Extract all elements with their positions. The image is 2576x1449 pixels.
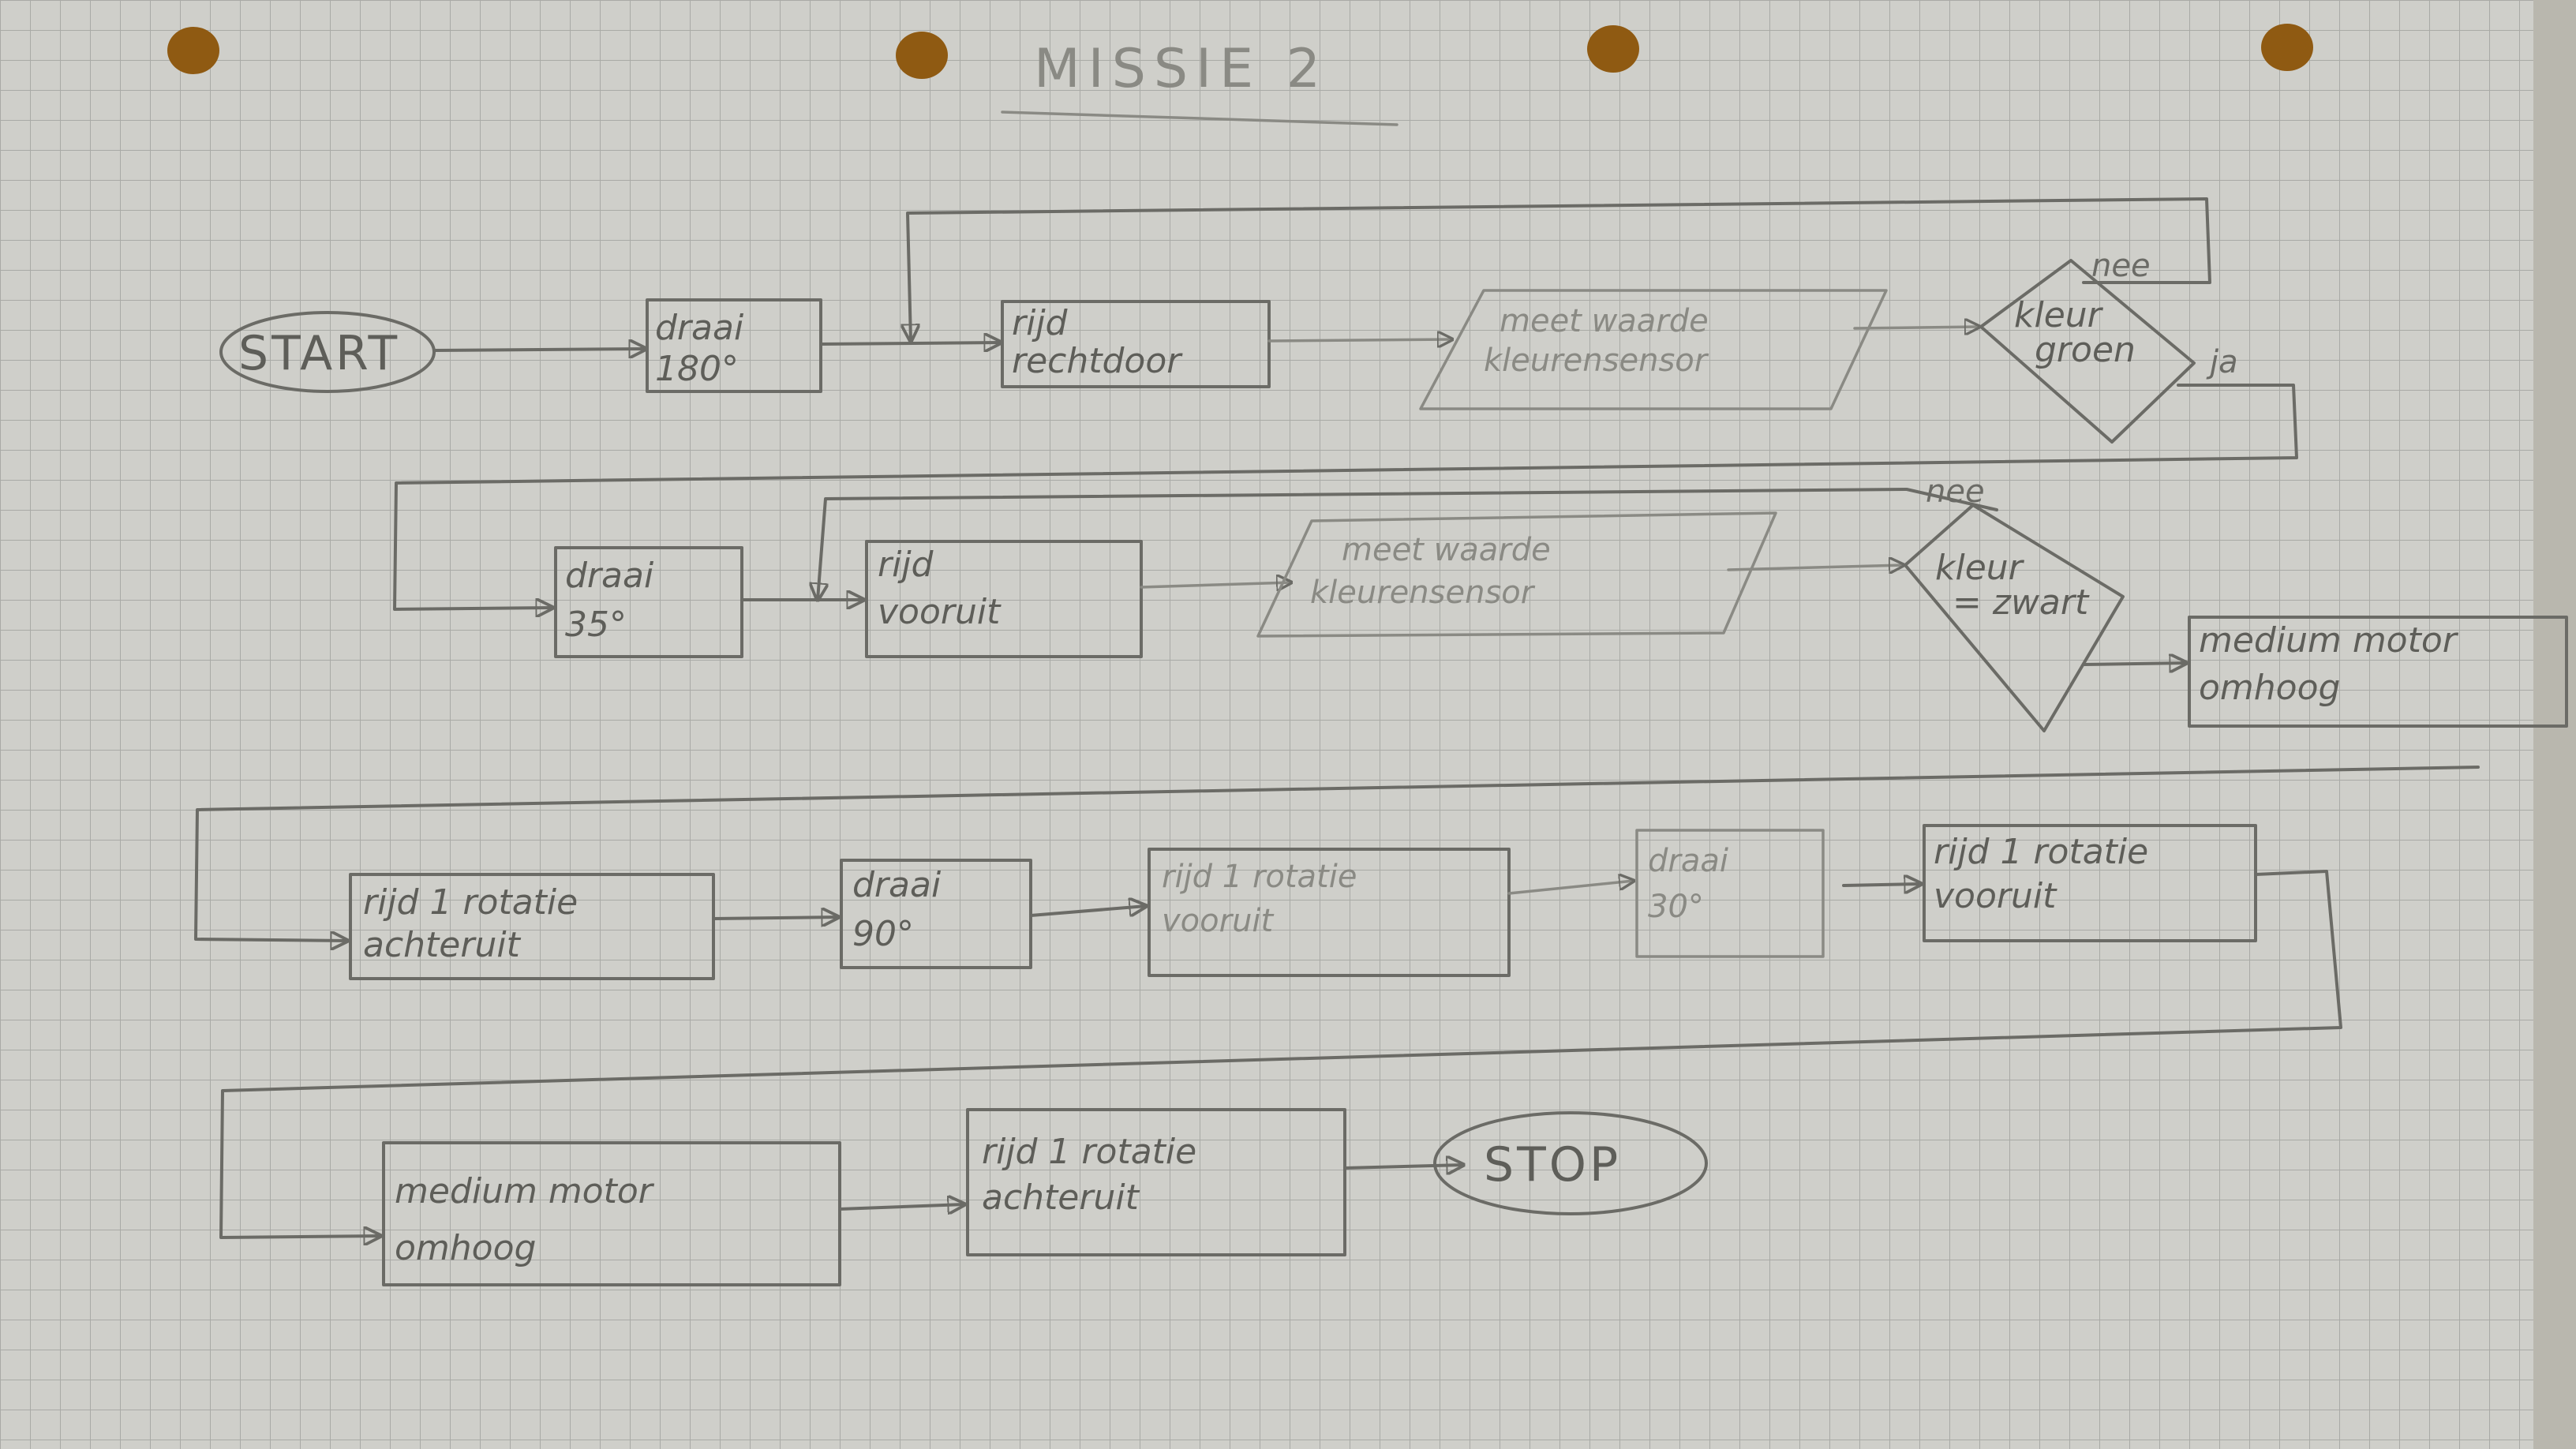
process-drive-forward: [865, 540, 1143, 658]
decision-color-green-line1: kleur: [2014, 295, 2104, 335]
punch-hole: [2261, 24, 2313, 71]
process-turn-30-line1: draai: [1648, 843, 1728, 879]
process-motor-up-1: [2188, 616, 2568, 728]
process-drive-back-1-line1: rijd 1 rotatie: [363, 882, 578, 923]
process-motor-up-2-line2: omhoog: [395, 1228, 536, 1268]
process-drive-back-1-line2: achteruit: [363, 925, 522, 965]
stop-terminal: [1433, 1111, 1708, 1215]
process-drive-forward-line1: rijd: [878, 545, 934, 585]
row-4: medium motor omhoog rijd 1 rotatie achte…: [382, 1108, 1708, 1286]
connector-turn90-forward: [1029, 906, 1146, 917]
io-measure-color-1: [1419, 289, 1888, 410]
row-2: draai 35° rijd vooruit meet waarde kleur…: [194, 474, 2568, 941]
connector-measure-decision-2: [1727, 565, 1904, 570]
stop-label: STOP: [1484, 1137, 1621, 1193]
process-drive-forward-1-line1: rijd 1 rotatie: [1162, 859, 1357, 895]
process-turn-30: [1635, 829, 1825, 958]
connector-driveback-turn90: [712, 917, 838, 919]
process-drive-straight-line2: rechtdoor: [1012, 341, 1183, 381]
process-drive-forward-2: [1923, 824, 2257, 942]
process-drive-forward-1: [1148, 848, 1511, 977]
io-measure-color-2: [1256, 511, 1777, 638]
connector-measure-decision: [1853, 327, 1979, 328]
process-motor-up-2-line1: medium motor: [395, 1171, 655, 1211]
connector-turn30-forward: [1842, 884, 1921, 886]
process-turn-35: [554, 546, 743, 658]
connector-driveback-stop: [1343, 1165, 1463, 1168]
process-turn-35-line1: draai: [565, 556, 654, 596]
process-drive-back-2: [966, 1108, 1346, 1256]
start-label: START: [238, 326, 400, 381]
process-drive-forward-line2: vooruit: [878, 592, 1002, 632]
io-measure-color-2-line2: kleurensensor: [1310, 575, 1536, 611]
decision-color-black-line2: = zwart: [1953, 582, 2090, 623]
io-measure-color-1-line1: meet waarde: [1500, 303, 1709, 339]
loop-no-2: [818, 488, 1998, 600]
punch-hole: [896, 32, 948, 79]
branch-yes-1-label: ja: [2206, 344, 2238, 380]
process-turn-180-line2: 180°: [655, 349, 739, 389]
decision-color-black: [1904, 504, 2125, 732]
process-motor-up-1-line1: medium motor: [2199, 620, 2459, 661]
decision-color-green: [1979, 259, 2196, 444]
connector-row3-row4: [219, 870, 2342, 1237]
connector-start-turn180: [432, 349, 646, 350]
connector-turn180-drive: [819, 343, 1001, 344]
page-title: MISSIE 2: [1034, 38, 1328, 100]
decision-color-green-line2: groen: [2035, 330, 2136, 370]
punch-holes: [167, 24, 2313, 79]
punch-hole: [167, 27, 219, 74]
process-drive-back-2-line2: achteruit: [982, 1178, 1140, 1218]
process-drive-forward-2-line1: rijd 1 rotatie: [1934, 832, 2148, 872]
connector-drive-measure-2: [1140, 582, 1291, 587]
process-motor-up-2: [382, 1141, 841, 1286]
decision-color-black-line1: kleur: [1935, 548, 2025, 588]
connector-row1-row2: [393, 384, 2298, 609]
process-drive-forward-1-line2: vooruit: [1162, 903, 1275, 939]
process-turn-90-line2: 90°: [852, 914, 914, 954]
punch-hole: [1587, 25, 1639, 73]
branch-no-1-label: nee: [2091, 248, 2151, 284]
connector-drive-measure: [1267, 339, 1452, 341]
loop-no-1: [908, 197, 2211, 341]
process-turn-35-line2: 35°: [565, 605, 627, 645]
row-1: START draai 180° rijd rechtdoor meet waa…: [219, 197, 2298, 609]
process-drive-forward-2-line2: vooruit: [1934, 876, 2057, 916]
title-underline: [1001, 110, 1398, 126]
process-turn-180-line1: draai: [655, 308, 744, 348]
process-drive-straight-line1: rijd: [1012, 303, 1069, 343]
connector-forward-turn30: [1507, 881, 1634, 895]
process-motor-up-1-line2: omhoog: [2199, 668, 2340, 708]
io-measure-color-2-line1: meet waarde: [1342, 532, 1551, 568]
process-turn-90-line1: draai: [852, 865, 942, 905]
process-turn-30-line2: 30°: [1648, 889, 1704, 925]
row-3: rijd 1 rotatie achteruit draai 90° rijd …: [219, 824, 2342, 1237]
connector-row2-row3: [194, 766, 2480, 941]
process-drive-back-2-line1: rijd 1 rotatie: [982, 1132, 1196, 1172]
io-measure-color-1-line2: kleurensensor: [1484, 343, 1709, 379]
connector-motor-driveback: [838, 1204, 964, 1209]
process-drive-back-1: [349, 873, 715, 980]
connector-decision-motor-up: [2082, 663, 2186, 665]
process-drive-straight: [1001, 300, 1271, 388]
